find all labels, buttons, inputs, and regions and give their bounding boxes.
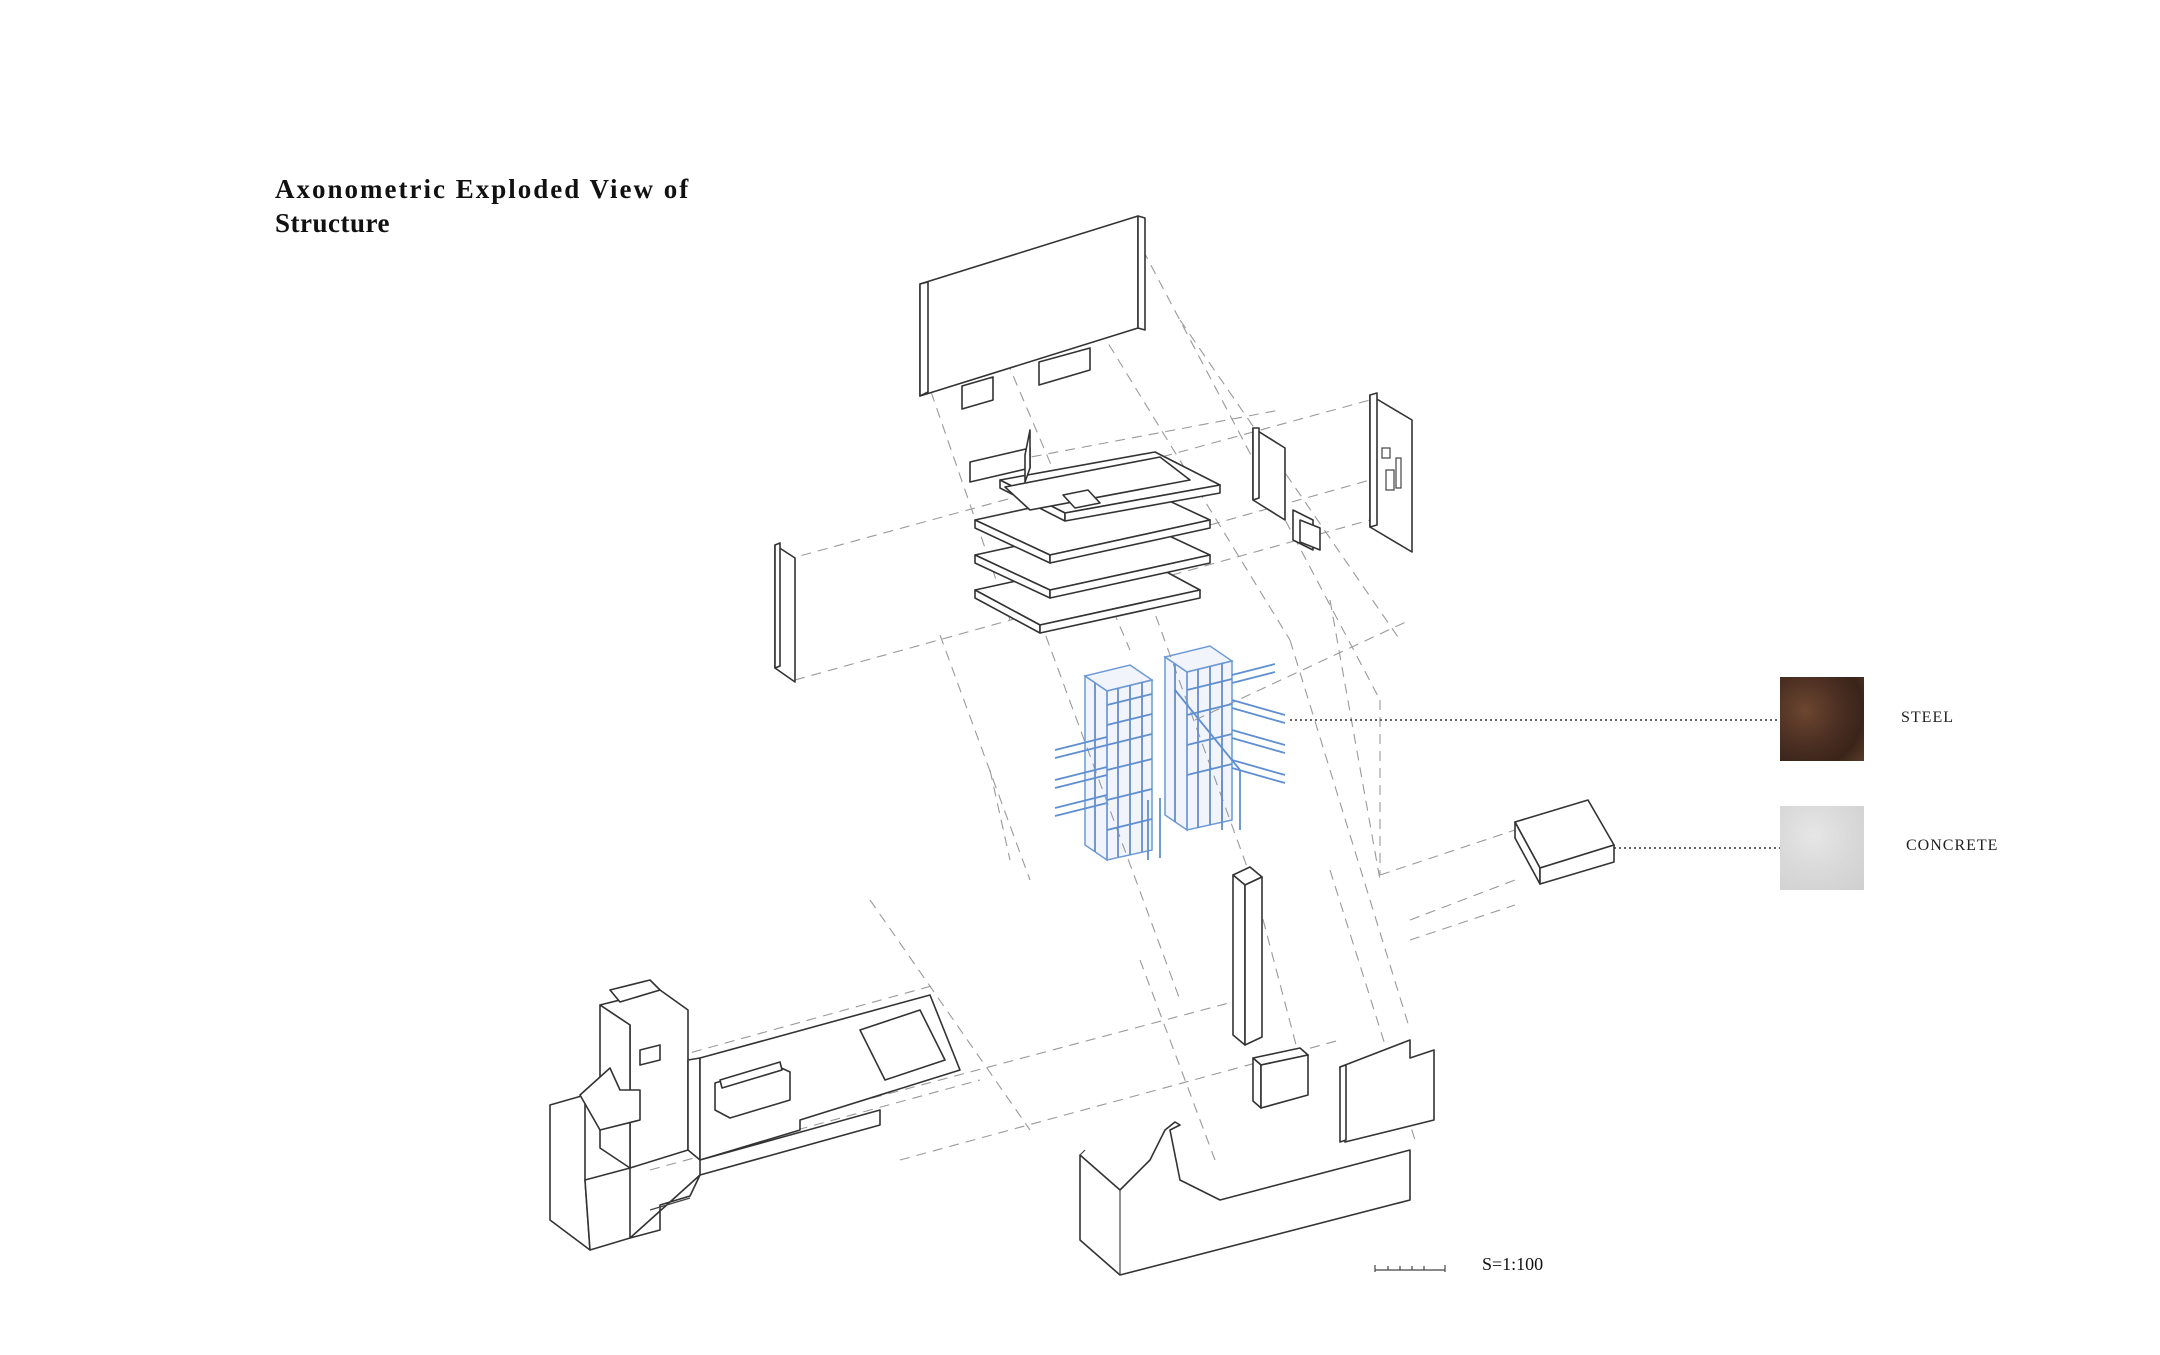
legend-label-steel: STEEL bbox=[1901, 709, 1954, 726]
title-line-2: Structure bbox=[275, 208, 390, 238]
bottom-wall bbox=[1079, 1121, 1411, 1276]
steel-frame-left bbox=[1054, 664, 1161, 862]
concrete-material-swatch bbox=[1780, 806, 1864, 890]
right-wall-panels bbox=[1252, 392, 1413, 553]
top-wall-panel bbox=[919, 215, 1146, 410]
tall-concrete-column bbox=[1232, 866, 1263, 1046]
small-blocks bbox=[1252, 1039, 1435, 1143]
title-line-1: Axonometric Exploded View of bbox=[275, 174, 691, 204]
steel-frame-right bbox=[1163, 645, 1286, 832]
steel-material-swatch bbox=[1780, 677, 1864, 761]
floor-slabs bbox=[969, 429, 1221, 634]
bottom-left-building bbox=[549, 979, 961, 1251]
left-small-wall bbox=[774, 542, 796, 683]
scale-label: S=1:100 bbox=[1482, 1254, 1544, 1274]
scale-bar bbox=[1374, 1265, 1446, 1272]
legend-label-concrete: CONCRETE bbox=[1906, 837, 1999, 854]
concrete-block bbox=[1514, 799, 1615, 885]
drawing-title: Axonometric Exploded View of Structure bbox=[275, 172, 690, 240]
